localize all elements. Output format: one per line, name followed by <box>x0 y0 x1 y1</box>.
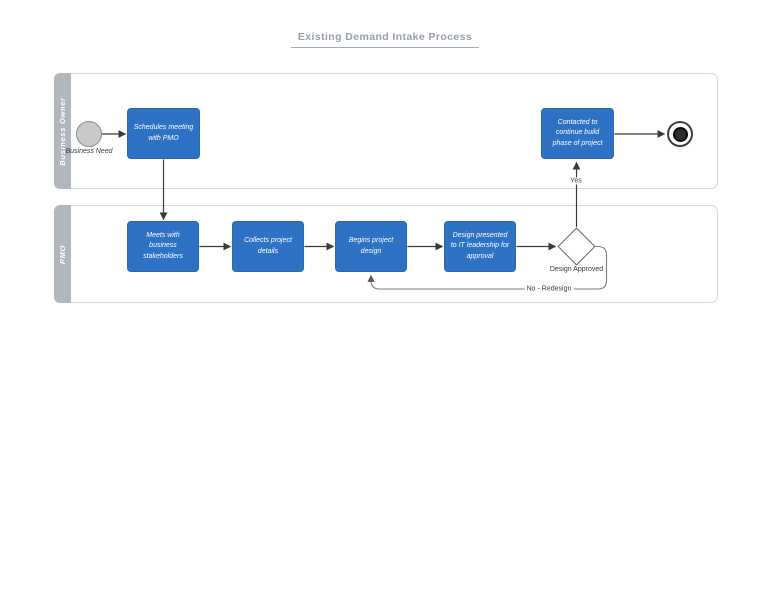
diagram-title: Existing Demand Intake Process <box>290 31 480 48</box>
end-event-inner-circle <box>672 126 688 142</box>
start-event <box>76 121 102 147</box>
lane-pmo-label: PMO <box>58 244 67 264</box>
task-meets-stakeholders: Meets with business stakeholders <box>127 221 199 272</box>
task-contacted-continue: Contacted to continue build phase of pro… <box>541 108 614 159</box>
lane-pmo-bar: PMO <box>54 205 71 303</box>
end-event <box>667 121 693 147</box>
gateway-label: Design Approved <box>549 266 604 273</box>
lane-business-owner-bar: Business Owner <box>54 73 71 189</box>
task-begins-design: Begins project design <box>335 221 407 272</box>
task-design-presented: Design presented to IT leadership for ap… <box>444 221 516 272</box>
edge-label-yes: Yes <box>568 177 584 185</box>
task-collects-details: Collects project details <box>232 221 304 272</box>
task-schedules-meeting: Schedules meeting with PMO <box>127 108 200 159</box>
edge-label-no-redesign: No - Redesign <box>524 285 574 293</box>
start-event-label: Business Need <box>65 148 113 155</box>
